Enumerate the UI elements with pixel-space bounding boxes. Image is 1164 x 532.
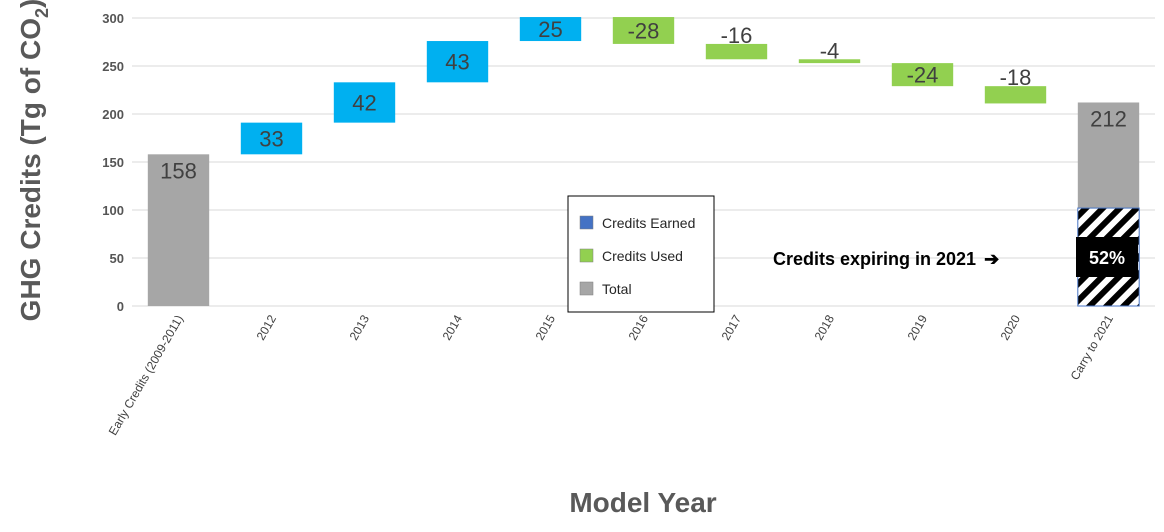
data-label: -16 (721, 23, 753, 48)
x-tick-labels: Early Credits (2009-2011) 2012 2013 2014 201… (106, 312, 1117, 438)
bar-used (612, 17, 675, 44)
arrow-icon: ➔ (984, 249, 999, 269)
y-axis-title: GHG Credits (Tg of CO2) (15, 0, 52, 321)
y-axis-title-subscript: 2 (32, 8, 52, 18)
bars (147, 17, 1140, 307)
y-tick-label: 100 (102, 203, 124, 218)
bar-total (147, 154, 210, 306)
x-tick-label: 2013 (347, 312, 373, 342)
data-label: -28 (628, 18, 660, 43)
y-tick-label: 300 (102, 11, 124, 26)
data-label: 33 (259, 126, 283, 151)
bar-earned (333, 82, 396, 123)
legend-label-earned: Credits Earned (602, 215, 695, 231)
bar-earned (426, 41, 489, 83)
data-label: -4 (820, 38, 840, 63)
bar-used (891, 63, 954, 87)
x-tick-label: Carry to 2021 (1068, 312, 1117, 382)
bar-earned (240, 122, 303, 155)
x-tick-label: 2018 (812, 312, 838, 342)
legend-swatch-total (579, 281, 594, 296)
data-label: 43 (445, 50, 469, 75)
data-label: -24 (907, 63, 939, 88)
bar-earned (519, 17, 582, 42)
y-tick-label: 0 (117, 299, 124, 314)
y-axis-title-close: ) (15, 0, 46, 8)
expiring-annotation: Credits expiring in 2021 ➔ 52% (773, 237, 1138, 277)
percent-badge (1076, 237, 1138, 277)
legend-label-total: Total (602, 281, 632, 297)
y-axis-title-main: GHG Credits (Tg of CO (15, 18, 46, 321)
data-label: 25 (538, 17, 562, 42)
y-tick-labels: 0 50 100 150 200 250 300 (102, 11, 124, 314)
bar-used (705, 43, 768, 60)
data-labels: 158 33 42 43 25 -28 -16 -4 -24 -18 212 (160, 17, 1127, 183)
x-tick-label: 2020 (998, 312, 1024, 342)
legend-label-used: Credits Used (602, 248, 683, 264)
x-axis-title: Model Year (569, 487, 716, 518)
x-tick-label: 2014 (440, 312, 466, 342)
legend-swatch-used (579, 248, 594, 263)
x-tick-label: 2015 (533, 312, 559, 342)
annotation-label: Credits expiring in 2021 (773, 249, 976, 269)
data-label: 158 (160, 158, 197, 183)
data-label: 42 (352, 90, 376, 115)
y-tick-label: 50 (110, 251, 124, 266)
percent-label: 52% (1089, 248, 1125, 268)
y-tick-label: 200 (102, 107, 124, 122)
y-tick-label: 250 (102, 59, 124, 74)
x-tick-label: 2019 (905, 312, 931, 342)
y-tick-label: 150 (102, 155, 124, 170)
bar-used (798, 59, 861, 64)
data-label: 212 (1090, 106, 1127, 131)
legend-swatch-earned (579, 215, 594, 230)
x-tick-label: 2017 (719, 312, 745, 342)
x-tick-label: 2012 (254, 312, 280, 342)
x-tick-label: 2016 (626, 312, 652, 342)
annotation-text: Credits expiring in 2021 ➔ (773, 249, 999, 269)
x-tick-label: Early Credits (2009-2011) (106, 313, 186, 438)
bar-used (984, 86, 1047, 104)
data-label: -18 (1000, 65, 1032, 90)
